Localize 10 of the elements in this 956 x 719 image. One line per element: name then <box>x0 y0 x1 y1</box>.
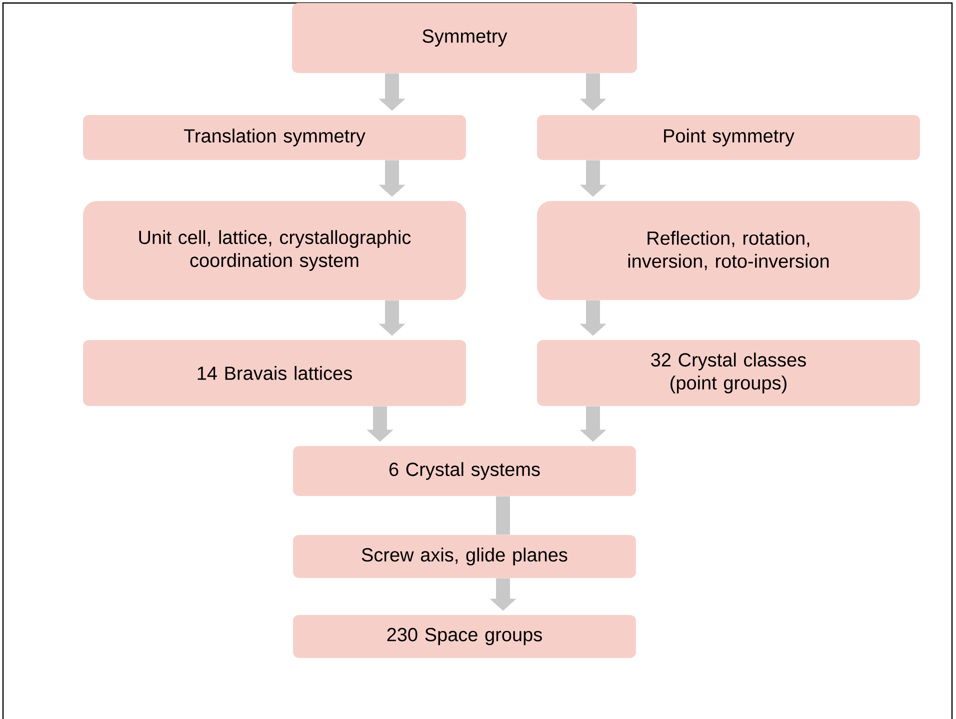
process-box: Translation symmetry <box>83 115 466 160</box>
process-box: 32 Crystal classes (point groups) <box>537 340 920 406</box>
process-box: Unit cell, lattice, crystallographic coordination system <box>83 201 466 300</box>
process-box: Point symmetry <box>537 115 920 160</box>
process-box: 230 Space groups <box>293 615 636 658</box>
process-box: 14 Bravais lattices <box>83 340 466 406</box>
process-box: Symmetry <box>292 3 637 73</box>
process-box: Reflection, rotation, inversion, roto-inversion <box>537 201 920 300</box>
process-box: Screw axis, glide planes <box>293 535 636 578</box>
process-box: 6 Crystal systems <box>293 446 636 496</box>
